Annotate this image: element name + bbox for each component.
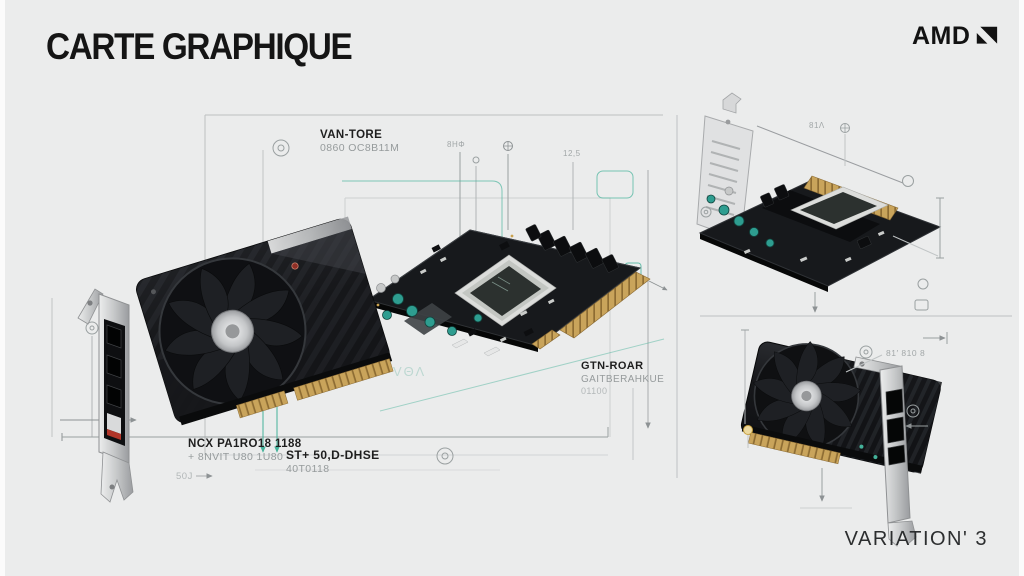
dim-label-b: 12,5	[563, 149, 581, 158]
label-mid-right-line3: 01100	[581, 386, 608, 397]
pcb-illustration-top-right	[696, 92, 948, 344]
label-mid-right-line1: GTN-ROAR	[581, 360, 644, 372]
panel-dividers	[676, 115, 1012, 478]
right-edge-strip	[1019, 0, 1024, 576]
pcb-illustration-center	[366, 224, 651, 357]
label-bottom-center: ST+ 50,D-DHSE 40T0118	[286, 448, 380, 476]
io-bracket-right	[853, 356, 917, 547]
amd-arrow-icon	[977, 26, 998, 44]
label-bottom-center-line2: 40T0118	[286, 463, 330, 475]
amd-logo: AMD	[912, 22, 998, 51]
gpu-card-bottom-right	[740, 329, 943, 547]
left-edge-strip	[0, 0, 5, 576]
label-bottom-left: NCX PA1RO18 1188 + 8NVIT U80 1U80	[188, 437, 302, 465]
page-title: CARTE GRAPHIQUE	[46, 26, 353, 67]
label-top-center-line2: 0860 OC8B11M	[320, 142, 400, 155]
fan	[164, 262, 304, 402]
label-bottom-center-line1: ST+ 50,D-DHSE	[286, 448, 380, 462]
dim-label-a: 8HΦ	[447, 140, 466, 149]
blueprint-linework	[51, 114, 663, 479]
label-mid-right-line2: GAITBERAHKUE	[581, 373, 665, 385]
red-dot	[291, 262, 299, 270]
amd-wordmark: AMD	[912, 22, 971, 50]
dim-label-c: 81Λ	[809, 121, 825, 130]
watermark-text: VΘΛ	[393, 364, 427, 379]
label-top-center: VAN-TORE 0860 OC8B11M	[320, 128, 399, 156]
gpu-card-left-illustration	[77, 216, 394, 503]
label-right-card-dim: 81′ 810 8	[886, 348, 926, 358]
label-bottom-left-line3: 50J	[176, 471, 193, 482]
label-mid-right: GTN-ROAR GAITBERAHKUE 01100	[581, 360, 664, 398]
display-ports	[106, 324, 122, 409]
label-top-center-line1: VAN-TORE	[320, 129, 383, 141]
fan	[752, 340, 862, 450]
variation-label: VARIATION' 3	[844, 528, 988, 550]
io-bracket-left	[77, 288, 134, 503]
label-bottom-left-line2: + 8NVIT U80 1U80	[188, 451, 284, 464]
label-bottom-left-line1: NCX PA1RO18 1188	[188, 438, 302, 450]
dimension-marks	[741, 329, 928, 509]
